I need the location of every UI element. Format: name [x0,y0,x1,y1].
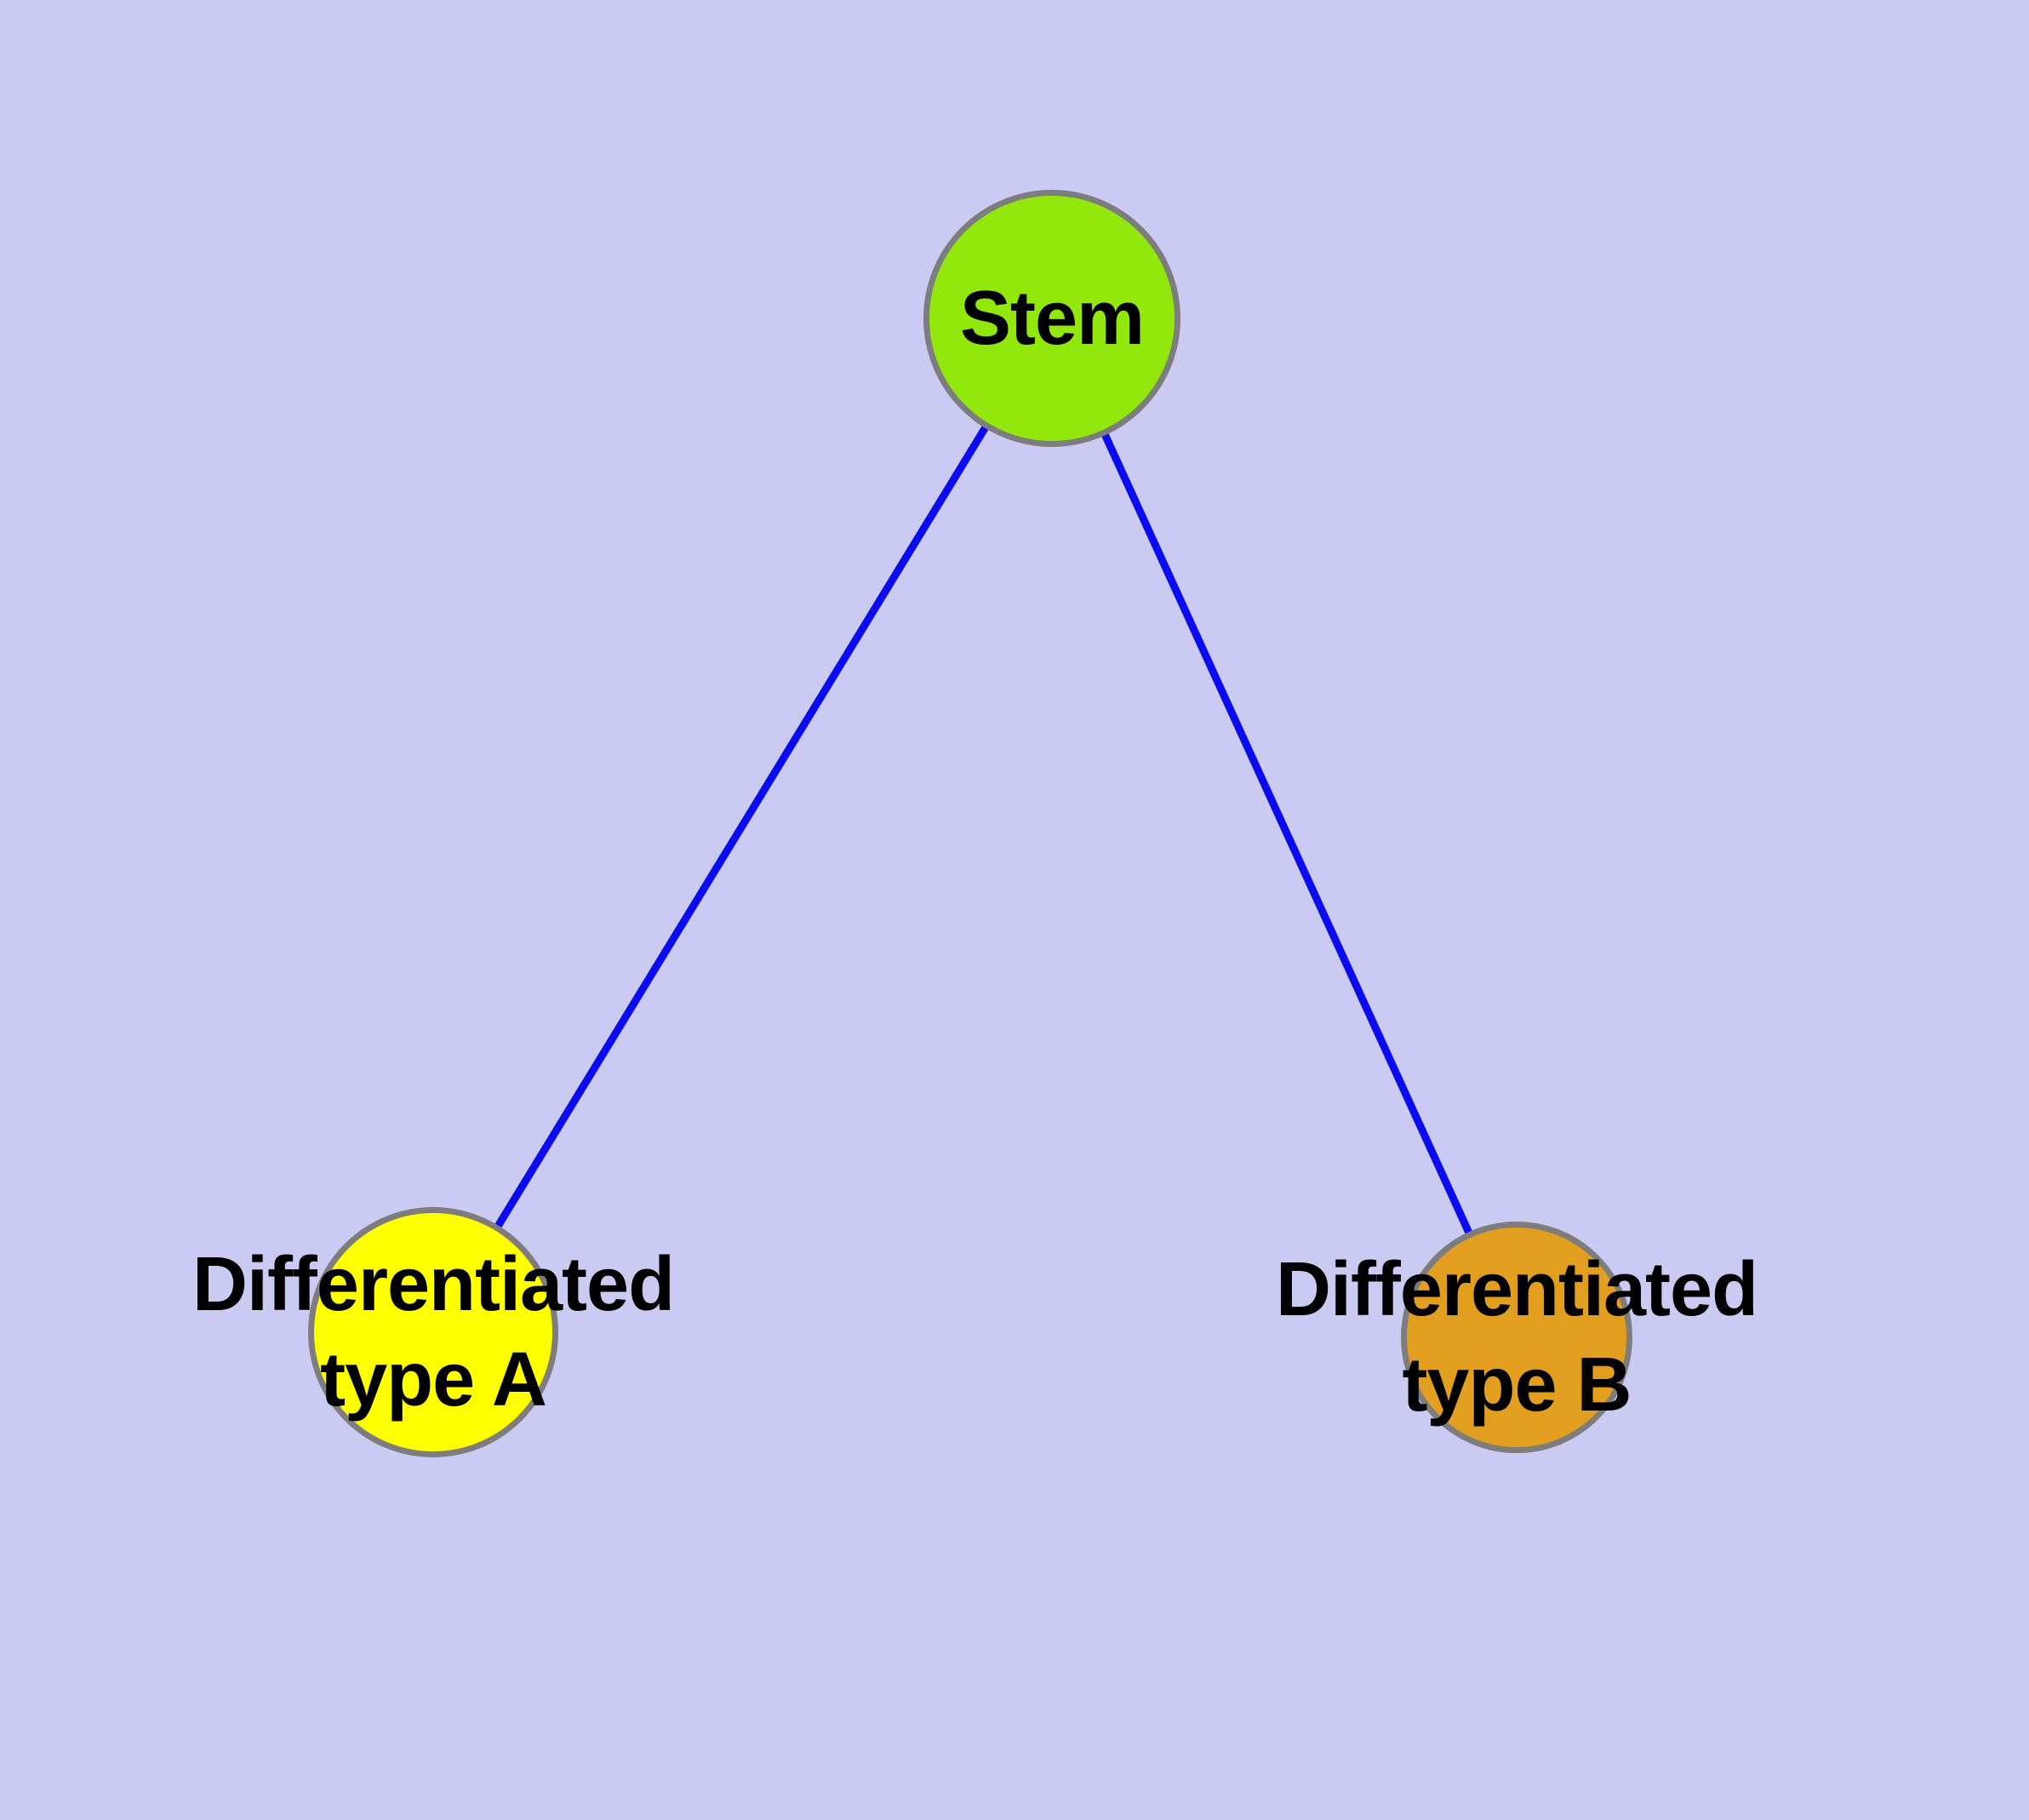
node-stem-circle[interactable] [923,190,1180,447]
node-differentiated-type-a-circle[interactable] [308,1207,558,1457]
edge-stem-to-type-b [1048,317,1521,1339]
node-stem-label: Stem [959,276,1145,361]
node-differentiated-type-a-label: Differentiated type A [191,1242,675,1422]
node-differentiated-type-b-label: Differentiated type B [1275,1247,1758,1428]
edge-stem-to-type-a [430,316,1055,1335]
node-differentiated-type-b-circle[interactable] [1401,1222,1632,1453]
